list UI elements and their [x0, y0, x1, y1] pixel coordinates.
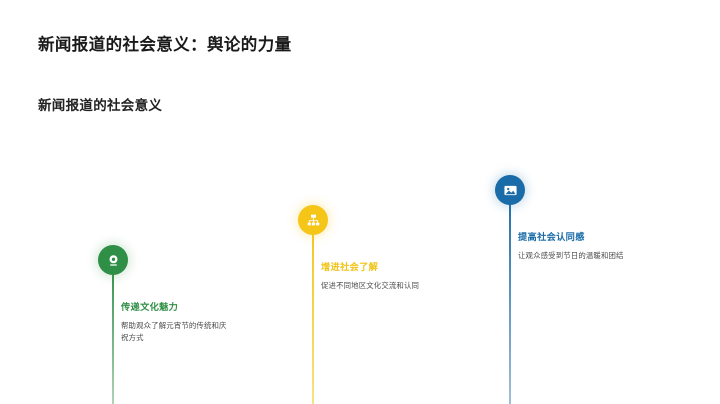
page-title: 新闻报道的社会意义：舆论的力量 [38, 36, 292, 54]
timeline-connector-2 [312, 220, 314, 404]
timeline-marker-2[interactable] [298, 205, 328, 235]
timeline-description-2: 促进不同地区文化交流和认同 [321, 281, 420, 290]
timeline-heading-2: 增进社会了解 [321, 262, 379, 272]
timeline-text-1: 传递文化魅力 帮助观众了解元宵节的传统和庆祝方式 [121, 299, 251, 344]
section-subtitle: 新闻报道的社会意义 [38, 98, 163, 113]
timeline-heading-3: 提高社会认同感 [518, 232, 585, 242]
webcam-icon [106, 253, 121, 268]
timeline-heading-1: 传递文化魅力 [121, 302, 179, 312]
timeline-text-3: 提高社会认同感 让观众感受到节日的温暖和团结 [518, 229, 648, 262]
timeline-marker-1[interactable] [98, 245, 128, 275]
timeline-description-3: 让观众感受到节日的温暖和团结 [518, 251, 624, 260]
image-icon [503, 183, 518, 198]
sitemap-icon [306, 213, 321, 228]
timeline-description-1: 帮助观众了解元宵节的传统和庆祝方式 [121, 321, 227, 342]
timeline-marker-3[interactable] [495, 175, 525, 205]
timeline-connector-3 [509, 190, 511, 404]
timeline-text-2: 增进社会了解 促进不同地区文化交流和认同 [321, 259, 451, 292]
timeline-connector-1 [112, 260, 114, 404]
